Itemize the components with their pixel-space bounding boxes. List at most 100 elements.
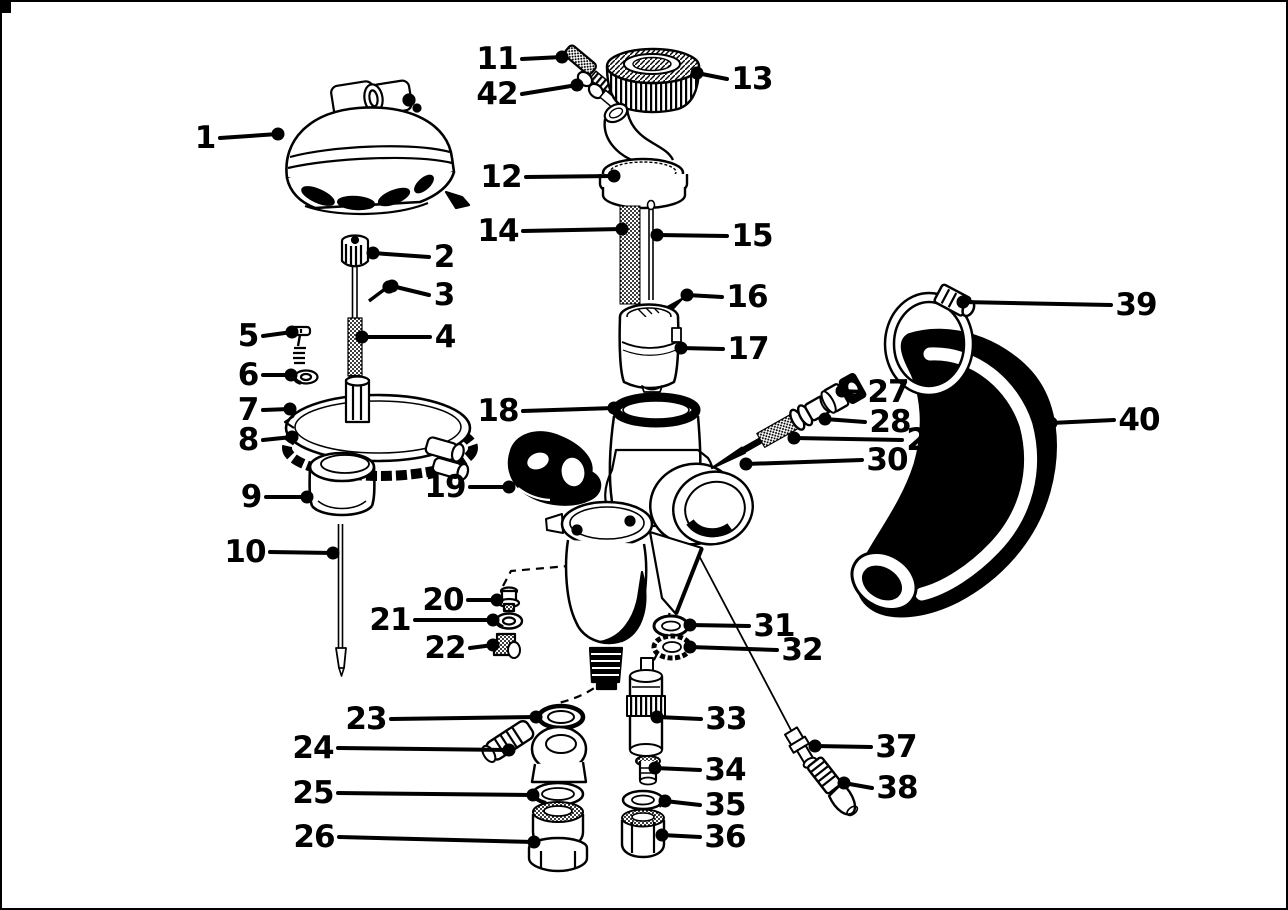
callout-21: 21 (369, 602, 500, 638)
leader-dot-31 (683, 618, 697, 632)
cable-end-nipple (827, 782, 857, 816)
seal-rings (651, 614, 693, 661)
leader-dot-42 (570, 78, 584, 92)
leader-dot-15 (650, 228, 664, 242)
callout-39: 39 (956, 287, 1158, 323)
leader-line-14 (521, 227, 624, 233)
callout-9: 9 (241, 479, 314, 515)
leader-dot-20 (490, 593, 504, 607)
leader-dot-11 (555, 50, 569, 64)
leader-line-10 (268, 550, 335, 555)
callout-38: 38 (837, 770, 919, 806)
callout-5: 5 (238, 318, 299, 354)
callout-24: 24 (292, 730, 516, 766)
part-number-17: 17 (727, 331, 768, 367)
part-number-3: 3 (434, 277, 455, 313)
callout-15: 15 (650, 218, 774, 254)
callout-8: 8 (238, 422, 299, 458)
float (308, 451, 376, 517)
callout-32: 32 (683, 632, 824, 668)
leader-dot-26 (527, 835, 541, 849)
part-number-4: 4 (435, 319, 456, 355)
part-number-37: 37 (875, 729, 916, 765)
leader-line-34 (653, 766, 702, 772)
needle-spring (347, 317, 363, 377)
callout-12: 12 (480, 159, 621, 195)
part-number-13: 13 (731, 61, 772, 97)
part-number-2: 2 (434, 239, 455, 275)
leader-dot-13 (690, 66, 704, 80)
scan-artifact (0, 0, 11, 13)
leader-dot-9 (300, 490, 314, 504)
callout-1: 1 (195, 120, 285, 156)
part-number-29: 29 (906, 422, 947, 458)
callout-26: 26 (293, 819, 541, 855)
leader-line-32 (688, 645, 779, 652)
callout-37: 37 (808, 729, 918, 765)
leader-dot-16 (680, 288, 694, 302)
leader-dot-30 (739, 457, 753, 471)
leader-dot-23 (529, 710, 543, 724)
callout-36: 36 (655, 819, 747, 855)
callout-14: 14 (477, 213, 629, 249)
part-number-38: 38 (876, 770, 917, 806)
leader-line-39 (961, 300, 1113, 307)
slide-spring (619, 205, 641, 305)
callout-33: 33 (650, 701, 748, 737)
leader-dot-39 (956, 295, 970, 309)
callout-27: 27 (835, 374, 910, 410)
leader-dot-29 (787, 431, 801, 445)
part-number-26: 26 (293, 819, 334, 855)
leader-dot-24 (502, 743, 516, 757)
callout-35: 35 (658, 787, 747, 823)
leader-line-28 (823, 417, 867, 424)
callout-13: 13 (690, 61, 774, 97)
callout-31: 31 (683, 608, 796, 644)
callout-2: 2 (366, 239, 455, 275)
leader-line-33 (655, 715, 703, 721)
leader-line-42 (520, 83, 579, 96)
leader-dot-33 (650, 710, 664, 724)
callout-34: 34 (648, 752, 747, 788)
bowl-plug (588, 646, 624, 684)
leader-dot-27 (835, 384, 849, 398)
leader-line-30 (744, 458, 864, 466)
leader-dot-4 (355, 330, 369, 344)
jet-needle-rod (646, 199, 656, 300)
part-number-39: 39 (1115, 287, 1156, 323)
callout-20: 20 (422, 582, 504, 618)
leader-dot-18 (607, 401, 621, 415)
fuel-inlet-stack (481, 703, 589, 873)
leader-dot-28 (818, 412, 832, 426)
part-number-24: 24 (292, 730, 334, 766)
leader-line-18 (521, 406, 616, 413)
callout-40: 40 (1044, 402, 1161, 438)
part-number-21: 21 (369, 602, 410, 638)
part-number-5: 5 (238, 318, 259, 354)
leader-dot-35 (658, 794, 672, 808)
choke-cable-line (694, 547, 794, 735)
leader-dot-1 (271, 127, 285, 141)
part-number-22: 22 (424, 630, 465, 666)
callout-25: 25 (292, 775, 540, 811)
part-number-32: 32 (781, 632, 822, 668)
part-number-6: 6 (238, 357, 259, 393)
part-number-15: 15 (731, 218, 772, 254)
leader-dot-5 (285, 325, 299, 339)
callout-30: 30 (739, 442, 909, 478)
needle-jet-assembly (710, 372, 867, 470)
part-number-19: 19 (424, 469, 465, 505)
leader-dot-10 (326, 546, 340, 560)
callout-17: 17 (674, 331, 770, 367)
part-number-8: 8 (238, 422, 259, 458)
leader-line-1 (218, 132, 280, 140)
air-filter-element (605, 47, 701, 114)
carburetor-body (604, 392, 754, 616)
callout-23: 23 (345, 701, 543, 737)
part-number-40: 40 (1118, 402, 1160, 438)
leader-line-17 (679, 346, 725, 351)
leader-dot-21 (486, 613, 500, 627)
callout-18: 18 (477, 393, 621, 429)
leader-dot-32 (683, 640, 697, 654)
leader-dot-8 (285, 430, 299, 444)
